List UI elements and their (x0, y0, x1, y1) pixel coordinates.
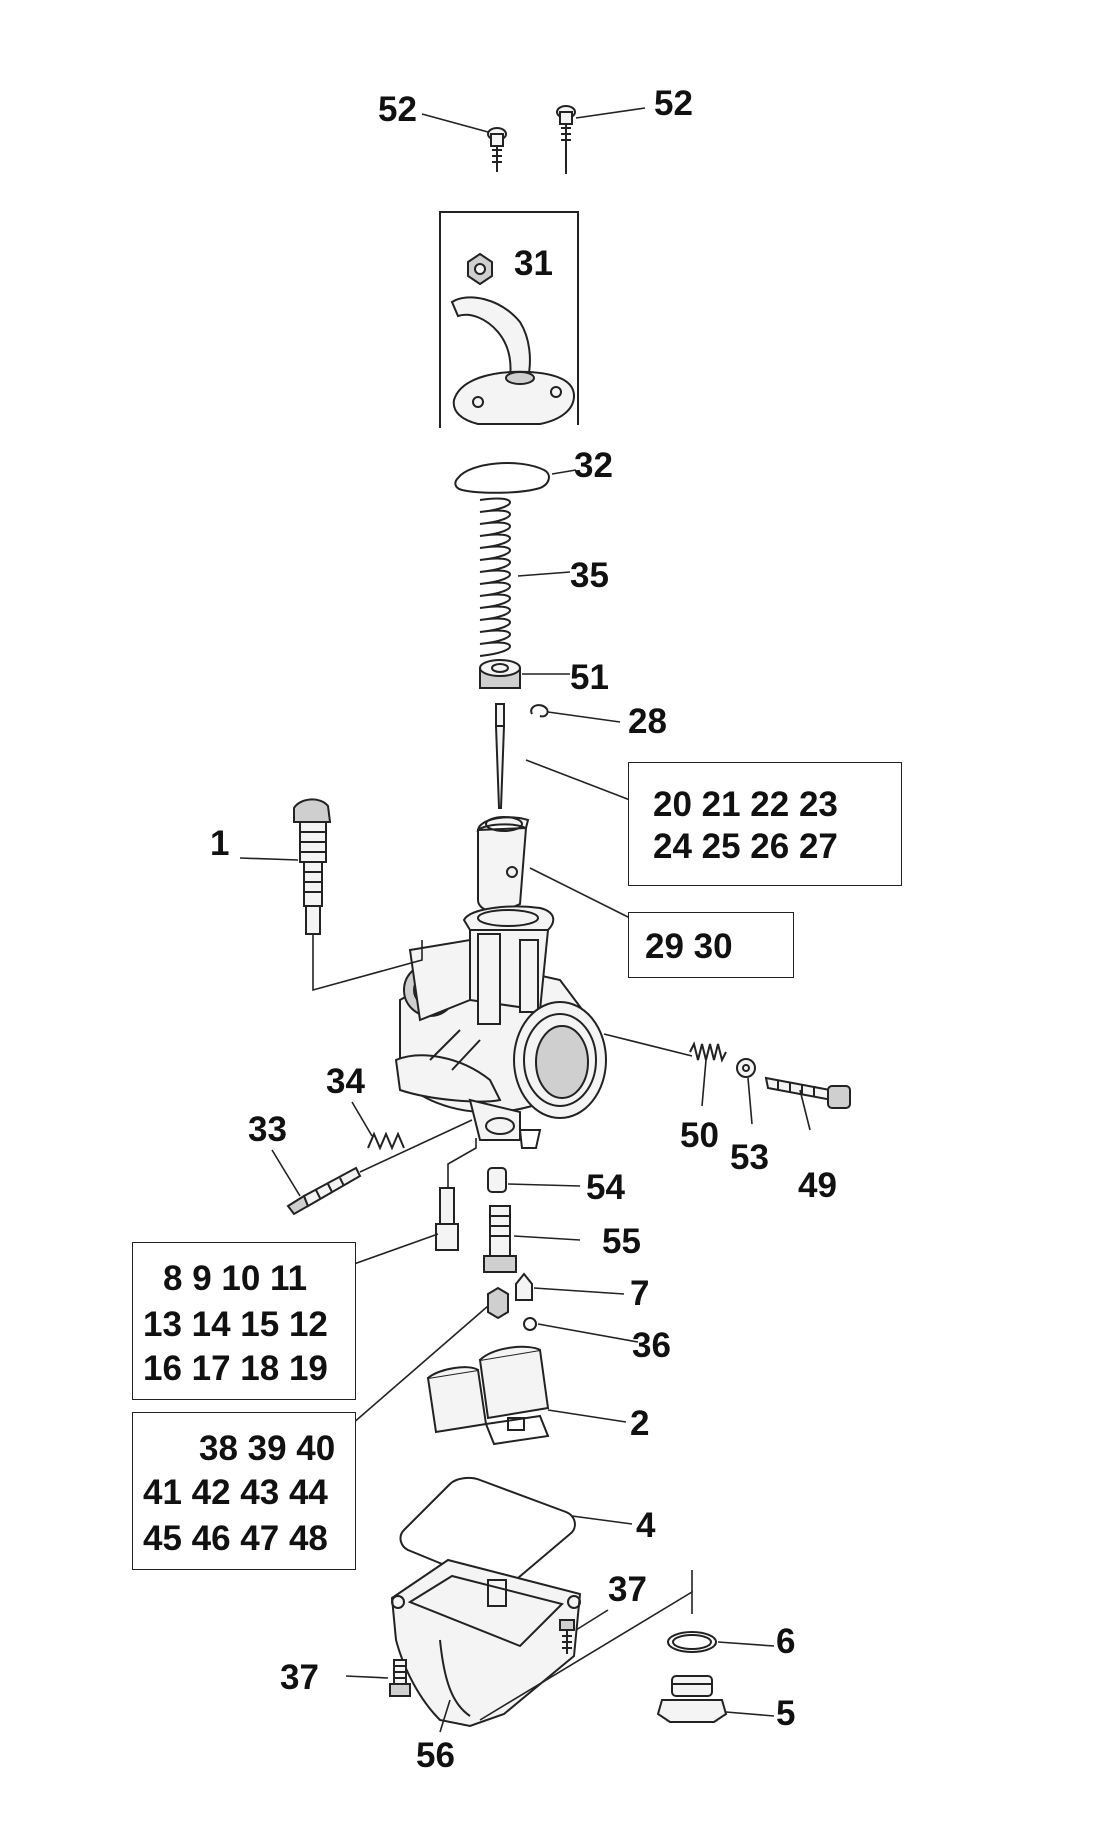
callout-52-right: 52 (654, 84, 693, 123)
leader-7 (533, 1287, 625, 1295)
part-37-screw-left (389, 1659, 411, 1697)
part-50-spring (689, 1041, 727, 1063)
leader-32 (551, 469, 577, 475)
callout-36: 36 (632, 1326, 671, 1365)
callout-6: 6 (776, 1622, 796, 1661)
callout-32: 32 (574, 446, 613, 485)
part-53-washer (736, 1058, 756, 1078)
callout-51: 51 (570, 658, 609, 697)
part-needle (494, 703, 506, 809)
leader-28 (547, 711, 621, 723)
needle-group-box: 20 21 22 23 24 25 26 27 (628, 762, 902, 886)
leader-1 (239, 857, 299, 861)
part-pilot-jet (435, 1187, 459, 1251)
leader-55 (513, 1235, 581, 1241)
callout-37-left: 37 (280, 1658, 319, 1697)
leader-49 (799, 1089, 811, 1131)
callout-52-left: 52 (378, 90, 417, 129)
slide-group-box: 29 30 (628, 912, 794, 978)
part-37-screw-right (559, 1619, 575, 1654)
callout-56: 56 (416, 1736, 455, 1775)
leader-34 (351, 1101, 373, 1137)
leader-52a (421, 113, 489, 133)
part-51-retainer (479, 659, 521, 689)
part-54-jet (487, 1167, 507, 1193)
callout-35: 35 (570, 556, 609, 595)
main-jet-group-box: 38 39 40 41 42 43 44 45 46 47 48 (132, 1412, 356, 1570)
pilot-jet-group-line-3: 16 17 18 19 (143, 1349, 328, 1388)
callout-1: 1 (210, 824, 230, 863)
needle-group-line-2: 24 25 26 27 (653, 827, 838, 866)
part-56-float-bowl (390, 1558, 582, 1728)
part-7-float-valve (515, 1272, 533, 1301)
leader-4 (571, 1515, 633, 1525)
leader-37b (575, 1609, 609, 1631)
part-36-clip (523, 1317, 537, 1331)
callout-7: 7 (630, 1274, 650, 1313)
callout-2: 2 (630, 1404, 650, 1443)
part-49-screw (764, 1076, 851, 1109)
leader-slide (529, 867, 631, 919)
leader-53 (747, 1077, 753, 1125)
callout-50: 50 (680, 1116, 719, 1155)
part-32-gasket (454, 462, 550, 494)
pilot-jet-group-line-1: 8 9 10 11 (163, 1259, 308, 1298)
leader-37a (345, 1675, 389, 1679)
part-28-clip (530, 704, 549, 718)
part-4-gasket (399, 1476, 576, 1586)
callout-54: 54 (586, 1168, 625, 1207)
leader-36 (537, 1323, 639, 1343)
part-52-screw-left (487, 127, 507, 172)
callout-55: 55 (602, 1222, 641, 1261)
carburetor-body (394, 905, 607, 1149)
leader-54 (507, 1183, 581, 1187)
part-slide (476, 816, 530, 914)
part-1-adjuster (293, 798, 332, 935)
leader-50 (701, 1059, 707, 1107)
callout-28: 28 (628, 702, 667, 741)
slide-group-line-1: 29 30 (645, 927, 733, 966)
part-34-spring (367, 1131, 405, 1151)
pilot-jet-group-box: 8 9 10 11 13 14 15 12 16 17 18 19 (132, 1242, 356, 1400)
part-6-o-ring (667, 1631, 717, 1653)
part-main-jet (487, 1286, 509, 1320)
part-2-float (426, 1345, 550, 1446)
callout-4: 4 (636, 1506, 656, 1545)
part-52-screw-right (556, 105, 576, 174)
leader-needle (525, 759, 631, 801)
part-cap-with-elbow (450, 296, 576, 425)
part-5-drain-plug (656, 1675, 728, 1723)
line-body-to-50 (603, 1033, 693, 1057)
part-33-screw (286, 1166, 362, 1216)
leader-6 (717, 1641, 775, 1647)
leader-5 (725, 1711, 775, 1717)
main-jet-group-line-3: 45 46 47 48 (143, 1519, 328, 1558)
main-jet-group-line-2: 41 42 43 44 (143, 1473, 328, 1512)
needle-group-line-1: 20 21 22 23 (653, 785, 838, 824)
leader-56 (439, 1699, 451, 1733)
leader-2 (547, 1409, 627, 1423)
leader-main-group (351, 1305, 489, 1425)
line-body-to-1 (312, 934, 423, 992)
part-35-spring (479, 497, 511, 657)
cap-cover-frame (439, 211, 579, 428)
main-jet-group-line-1: 38 39 40 (199, 1429, 336, 1468)
callout-5: 5 (776, 1694, 796, 1733)
callout-49: 49 (798, 1166, 837, 1205)
pilot-jet-group-line-2: 13 14 15 12 (143, 1305, 328, 1344)
leader-52b (575, 107, 646, 119)
callout-34: 34 (326, 1062, 365, 1101)
line-33-to-body (359, 1119, 473, 1173)
leader-pilot-group (353, 1233, 439, 1265)
line-pilot-jet-to-body (447, 1138, 477, 1188)
leader-33 (271, 1149, 301, 1197)
leader-35 (517, 571, 571, 577)
callout-53: 53 (730, 1138, 769, 1177)
part-55-jet-holder (483, 1205, 517, 1273)
callout-33: 33 (248, 1110, 287, 1149)
callout-31: 31 (514, 244, 553, 283)
part-31-nut (467, 252, 493, 286)
callout-37-right: 37 (608, 1570, 647, 1609)
